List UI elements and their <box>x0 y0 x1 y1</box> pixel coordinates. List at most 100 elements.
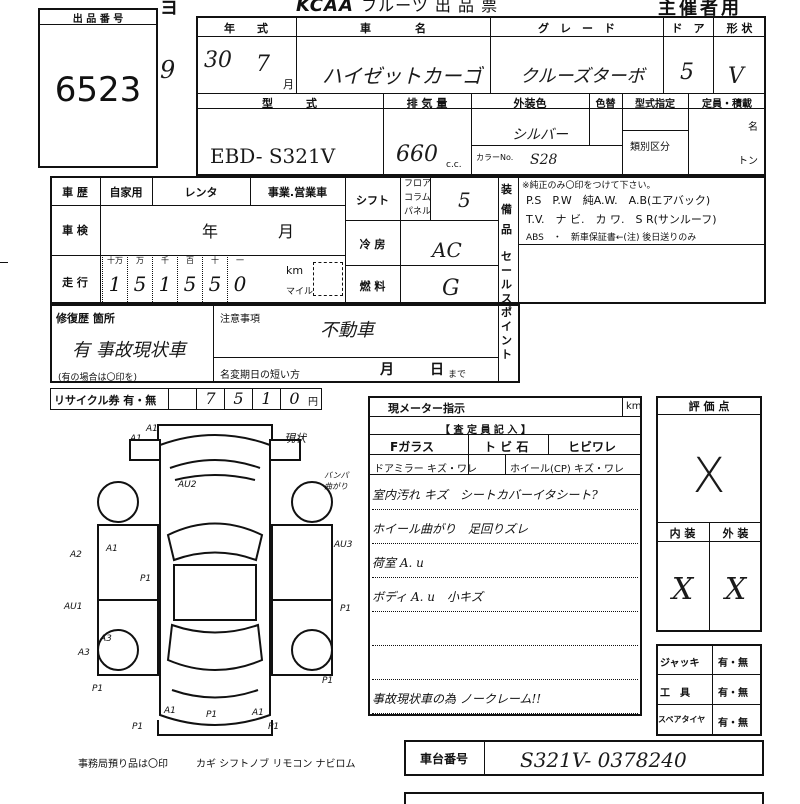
history-commercial: 事業.営業車 <box>267 186 328 199</box>
crack-label: ヒビワレ <box>568 440 617 454</box>
lot-number: 6523 <box>54 70 142 110</box>
mileage-mile: マイル <box>286 287 314 297</box>
recycle-digit <box>168 389 196 409</box>
sales-point-label: セールスポイント <box>501 250 512 361</box>
damage-mark-1: A1 <box>146 424 158 434</box>
chassis-box <box>404 740 764 776</box>
mileage-digit-value: 1 <box>158 272 172 296</box>
chassis-label: 車台番号 <box>419 752 468 766</box>
recycle-label: リサイクル券 有・無 <box>54 394 157 407</box>
mileage-digit-value: 0 <box>233 272 247 296</box>
capacity-unit-persons: 名 <box>748 122 758 133</box>
glass-label: Fガラス <box>390 440 434 454</box>
mileage-digit-label: 十万 <box>107 256 123 265</box>
lower-box <box>404 792 764 804</box>
interior-label: 内 装 <box>669 527 696 540</box>
form-title: フルーツ 出 品 票 <box>361 0 499 15</box>
mileage-unit-checkbox[interactable] <box>313 262 343 296</box>
damage-mark-3: A1 <box>106 544 118 554</box>
interior-score: X <box>671 572 694 607</box>
ac-label: 冷 房 <box>359 238 386 251</box>
mileage-digit-label: 十 <box>211 256 219 265</box>
damage-mark-17: A1 <box>164 706 176 716</box>
color-label: 外装色 <box>513 97 547 110</box>
jack-choice[interactable]: 有・無 <box>718 658 748 669</box>
wheel-label: ホイール(CP) キズ・ワレ <box>510 464 624 475</box>
mileage-label: 走 行 <box>62 276 88 289</box>
evaluation-score: X <box>692 448 726 504</box>
history-label: 車 歴 <box>62 186 88 199</box>
evaluation-label: 評 価 点 <box>688 400 730 413</box>
caution-value: 不動車 <box>320 320 374 341</box>
damage-mark-15: P1 <box>268 722 280 732</box>
lot-number-label: 出 品 番 号 <box>72 14 124 25</box>
inspection-label: 車 検 <box>62 224 88 237</box>
diagram-note-top: 現状 <box>284 432 306 445</box>
color-number-label: カラーNo. <box>476 153 514 162</box>
grade-label: グ レ ー ド <box>538 22 615 35</box>
equipment-label: 装 備 品 <box>501 183 512 236</box>
equipment-line-1: P.S P.W 純A.W. A.B(エアバック) <box>526 194 711 207</box>
repair-label: 修復歴 箇所 <box>56 312 115 325</box>
tools-choice[interactable]: 有・無 <box>718 688 748 699</box>
shift-floor: フロア <box>404 179 432 189</box>
meter-box <box>368 396 642 716</box>
damage-mark-14: P1 <box>132 722 144 732</box>
damage-mark-8: AU3 <box>334 540 353 550</box>
damage-mark-9: AU1 <box>64 602 83 612</box>
name-change-until: まで <box>448 370 467 380</box>
equipment-line-2: T.V. ナ ビ. カ ワ. S R(サンルーフ) <box>526 213 717 226</box>
damage-mark-16: P1 <box>140 574 152 584</box>
mileage-digit-label: 千 <box>161 256 169 265</box>
shape-value: V <box>728 64 744 89</box>
damage-mark-10: P1 <box>340 604 352 614</box>
shift-value: 5 <box>458 188 471 212</box>
history-private: 自家用 <box>109 186 143 199</box>
displacement-value: 660 <box>396 142 438 167</box>
mileage-digit-value: 1 <box>108 272 122 296</box>
year-value: 30 <box>204 48 232 73</box>
name-label: 車 名 <box>360 22 426 35</box>
year-label: 年 式 <box>224 22 268 35</box>
spare-choice[interactable]: 有・無 <box>718 718 748 729</box>
equipment-note: ※純正のみ〇印をつけて下さい。 <box>522 181 656 191</box>
club-logo: KCAA フルーツ 出 品 票 <box>296 0 498 16</box>
inspection-year-unit: 年 <box>202 222 219 241</box>
mileage-digit-label: 万 <box>136 256 144 265</box>
exterior-score: X <box>724 572 747 607</box>
car-outline <box>97 424 333 736</box>
fuel-value: G <box>442 276 460 301</box>
caution-label: 注意事項 <box>220 314 260 325</box>
capacity-unit-tons: トン <box>738 156 758 167</box>
lot-number-box <box>38 8 158 168</box>
damage-mark-6: A2 <box>70 550 82 560</box>
jack-label: ジャッキ <box>660 658 700 669</box>
grade-value: クルーズターボ <box>520 66 645 87</box>
history-table <box>50 176 766 304</box>
damage-mark-5: A3 <box>100 634 112 644</box>
office-items-label: 事務局預り品は〇印 <box>78 759 168 770</box>
repair-table <box>50 304 520 383</box>
door-label: ド ア <box>671 22 705 35</box>
model-value: EBD- S321V <box>210 144 336 168</box>
recycle-box <box>50 388 322 410</box>
displacement-label: 排 気 量 <box>406 97 448 110</box>
inspector-note-line: 室内汚れ キズ シートカバーイタシート? <box>372 476 638 510</box>
repair-value: 有 事故現状車 <box>72 340 186 361</box>
mileage-digit-cell: 十万 1 <box>102 255 127 304</box>
diagram-note-side: バンパ 曲がり <box>324 471 349 491</box>
name-change-label: 名変期日の短い方 <box>220 370 300 381</box>
damage-mark-7: AU2 <box>178 480 197 490</box>
month-value: 7 <box>256 52 270 77</box>
mileage-digit-label: 百 <box>186 256 194 265</box>
door-value: 5 <box>680 60 694 85</box>
office-items: カギ シフトノブ リモコン ナビロム <box>196 759 356 770</box>
meter-label: 現メーター指示 <box>388 402 465 415</box>
meter-km: km <box>626 401 642 412</box>
mileage-km: km <box>286 264 304 277</box>
recycle-digit: 5 <box>224 389 252 409</box>
